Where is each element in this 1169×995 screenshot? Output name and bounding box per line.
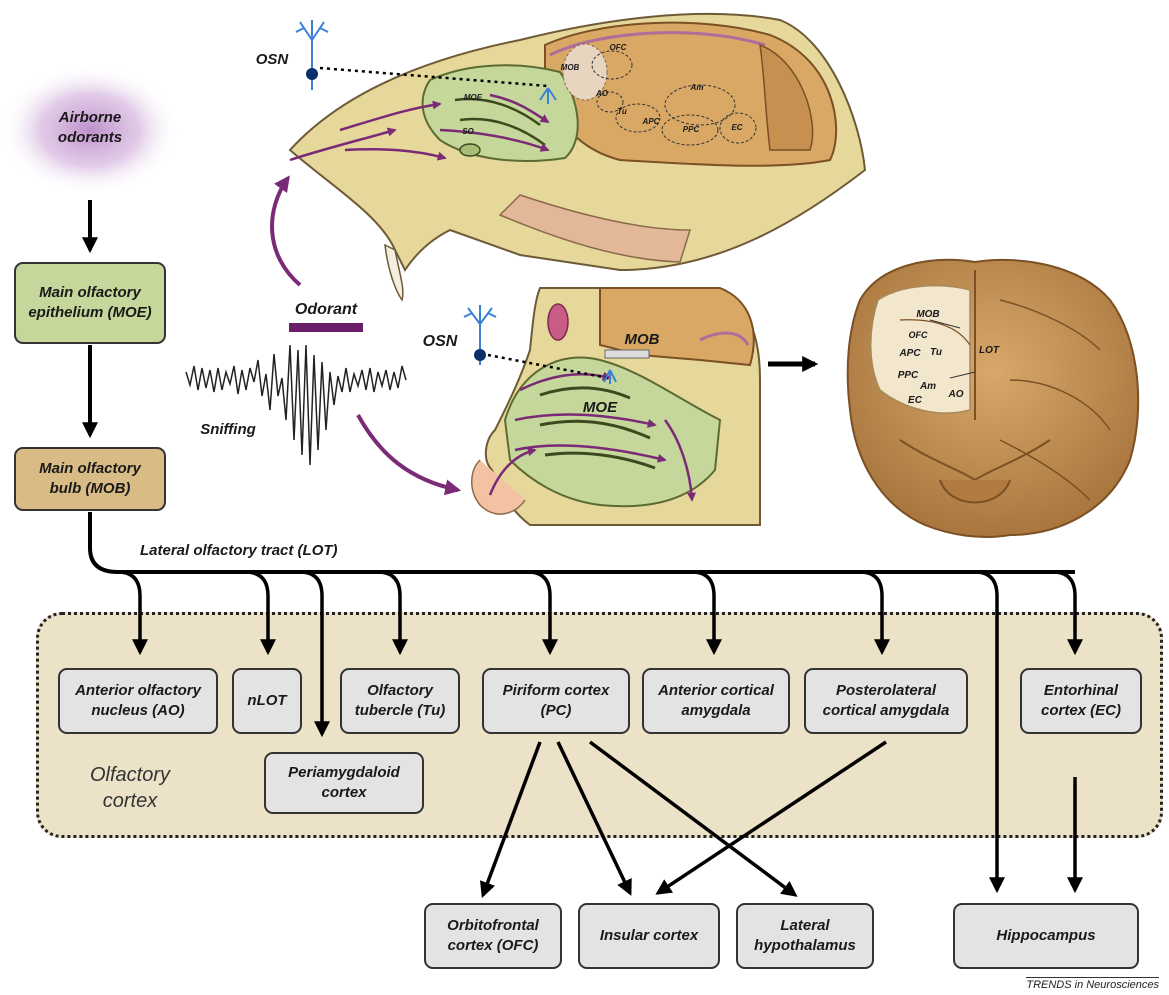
brain-ofc-label: OFC — [903, 328, 933, 342]
rodent-apc-label: APC — [638, 116, 664, 128]
tu-box: Olfactory tubercle (Tu) — [340, 668, 460, 734]
sniff-arrow-down — [358, 415, 458, 490]
sniffing-trace — [186, 345, 406, 465]
nlot-box: nLOT — [232, 668, 302, 734]
lot-branch-nlot — [245, 572, 268, 652]
rodent-am-label: Am — [686, 82, 708, 94]
lot-branch-periamygdaloid — [300, 572, 322, 734]
sniffing-label: Sniffing — [186, 420, 270, 440]
lot-branch-ao — [118, 572, 140, 652]
aca-box: Anterior cortical amygdala — [642, 668, 790, 734]
human-brain-ventral-view — [848, 260, 1139, 537]
lh-box: Lateral hypothalamus — [736, 903, 874, 969]
rodent-head-illustration — [290, 14, 865, 300]
rodent-ec-label: EC — [726, 122, 748, 134]
rodent-tu-label: Tu — [612, 106, 632, 118]
mob-box: Main olfactory bulb (MOB) — [14, 447, 166, 511]
moe-box: Main olfactory epithelium (MOE) — [14, 262, 166, 344]
brain-apc-label: APC — [895, 347, 925, 361]
human-mob-label: MOB — [620, 330, 664, 350]
pla-box: Posterolateral cortical amygdala — [804, 668, 968, 734]
sniff-arrow-up — [272, 178, 300, 285]
lot-branch-tu — [378, 572, 400, 652]
lot-branch-pc — [528, 572, 550, 652]
brain-lot-label: LOT — [974, 344, 1004, 358]
brain-mob-label: MOB — [912, 308, 944, 322]
rodent-ao-label: AO — [592, 88, 612, 100]
insular-box: Insular cortex — [578, 903, 720, 969]
arrow-pc-to-ofc — [483, 742, 540, 895]
lot-label: Lateral olfactory tract (LOT) — [140, 540, 410, 562]
brain-ao-label: AO — [944, 388, 968, 402]
pc-box: Piriform cortex (PC) — [482, 668, 630, 734]
lot-branch-hippocampus — [975, 572, 997, 890]
human-moe-label: MOE — [576, 398, 624, 418]
ec-box: Entorhinal cortex (EC) — [1020, 668, 1142, 734]
rodent-moe-label: MOE — [458, 92, 488, 104]
rodent-so-label: SO — [458, 126, 478, 138]
ao-box: Anterior olfactory nucleus (AO) — [58, 668, 218, 734]
brain-tu-label: Tu — [926, 346, 946, 360]
hippocampus-box: Hippocampus — [953, 903, 1139, 969]
osn-top-label: OSN — [250, 50, 294, 70]
odorant-label: Odorant — [278, 300, 374, 320]
lot-branch-ec — [1053, 572, 1075, 652]
lot-branch-pla — [860, 572, 882, 652]
olfactory-cortex-label: Olfactory cortex — [70, 762, 190, 814]
rodent-ofc-label: OFC — [604, 42, 632, 54]
journal-credit: TRENDS in Neurosciences — [1026, 977, 1159, 991]
periamygdaloid-box: Periamygdaloid cortex — [264, 752, 424, 814]
ofc-box: Orbitofrontal cortex (OFC) — [424, 903, 562, 969]
odorant-bar — [289, 323, 363, 332]
rodent-ppc-label: PPC — [678, 124, 704, 136]
lot-branch-aca — [692, 572, 714, 652]
osn-mid-label: OSN — [417, 332, 463, 352]
rodent-mob-label: MOB — [555, 62, 585, 74]
airborne-odorants-label: Airborne odorants — [30, 104, 150, 152]
brain-ec-label: EC — [904, 394, 926, 408]
